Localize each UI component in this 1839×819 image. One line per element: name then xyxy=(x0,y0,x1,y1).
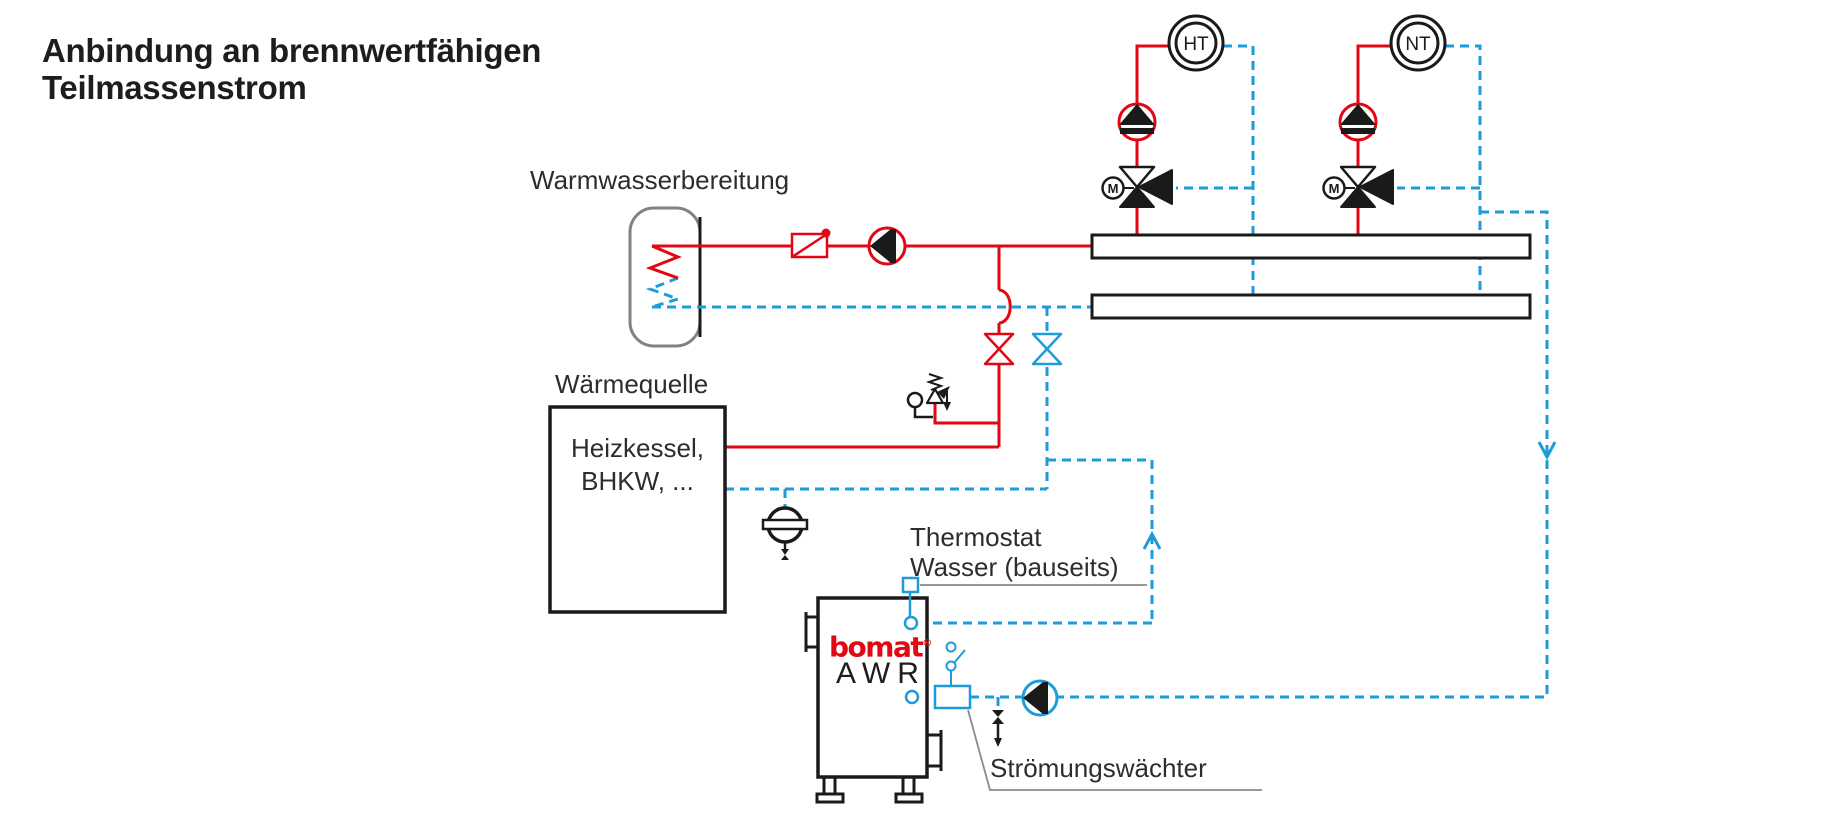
mixing-valve-icon-ht: M xyxy=(1101,165,1173,208)
arrow-up-icon xyxy=(1142,530,1162,550)
hot-water-label: Warmwasserbereitung xyxy=(530,165,790,195)
return-pipes xyxy=(645,44,1549,709)
heat-source-box-label: Heizkessel, BHKW, ... xyxy=(550,432,725,498)
awr-outlet-port xyxy=(903,615,919,631)
flow-switch-icon xyxy=(933,641,972,710)
ht-label: HT xyxy=(1183,34,1209,55)
shutoff-valve-icon-supply xyxy=(983,332,1015,366)
pump-icon-nt xyxy=(1338,102,1378,142)
heat-source-box xyxy=(548,405,727,614)
flow-switch-leader xyxy=(967,709,1262,791)
pump-icon-awr xyxy=(1021,679,1059,717)
thermostat-label: Thermostat Wasser (bauseits) xyxy=(910,522,1119,582)
flow-switch-label: Strömungswächter xyxy=(990,753,1207,783)
pipe-crossing-hop xyxy=(998,288,1012,325)
flow-arrows xyxy=(1142,441,1557,550)
tank-coil-supply xyxy=(645,244,682,280)
spring-icon xyxy=(925,373,945,391)
heat-source-label: Wärmequelle xyxy=(555,369,709,399)
arrow-down-icon xyxy=(1537,441,1557,461)
flue-connection-left xyxy=(804,612,818,652)
boiler-line1: Heizkessel, xyxy=(571,433,704,463)
safety-group-icon xyxy=(906,373,951,419)
mixing-valve-icon-nt: M xyxy=(1322,165,1394,208)
awr-legs xyxy=(815,775,924,804)
page-title: Anbindung an brennwertfähigen Teilmassen… xyxy=(42,32,541,106)
pump-icon-storage xyxy=(867,226,907,266)
distribution-manifolds xyxy=(1090,233,1532,320)
thermostat-line1: Thermostat xyxy=(910,522,1042,552)
mixer-motor-label-nt: M xyxy=(1329,181,1340,196)
expansion-vessel-icon xyxy=(761,506,809,560)
shutoff-valve-icon-return xyxy=(1031,332,1063,366)
title-line1: Anbindung an brennwertfähigen xyxy=(42,32,542,69)
hot-water-tank xyxy=(628,206,702,348)
model-label: AWR xyxy=(836,657,926,690)
tank-coil-return xyxy=(645,276,683,309)
awr-body xyxy=(816,596,929,779)
brand-logo: bomat® xyxy=(829,630,932,661)
awr-inlet-port xyxy=(904,689,920,705)
drain-valve-icon xyxy=(992,710,1004,747)
ht-circuit-symbol: HT xyxy=(1167,14,1225,72)
brand-name: bomat xyxy=(829,630,924,664)
supply-manifold-bar xyxy=(1090,233,1532,260)
title-line2: Teilmassenstrom xyxy=(42,69,307,106)
awr-unit xyxy=(804,576,943,804)
flue-connection-right xyxy=(927,730,943,771)
boiler-line2: BHKW, ... xyxy=(581,466,694,496)
manometer-icon xyxy=(906,391,924,409)
nt-label: NT xyxy=(1405,34,1431,55)
check-valve-icon xyxy=(790,228,831,259)
mixer-motor-label-ht: M xyxy=(1108,181,1119,196)
leader-lines xyxy=(920,584,1262,791)
return-manifold-bar xyxy=(1090,293,1532,320)
pump-icon-ht xyxy=(1117,102,1157,142)
nt-circuit-symbol: NT xyxy=(1389,14,1447,72)
registered-mark: ® xyxy=(922,638,933,649)
thermostat-line2: Wasser (bauseits) xyxy=(910,552,1119,582)
